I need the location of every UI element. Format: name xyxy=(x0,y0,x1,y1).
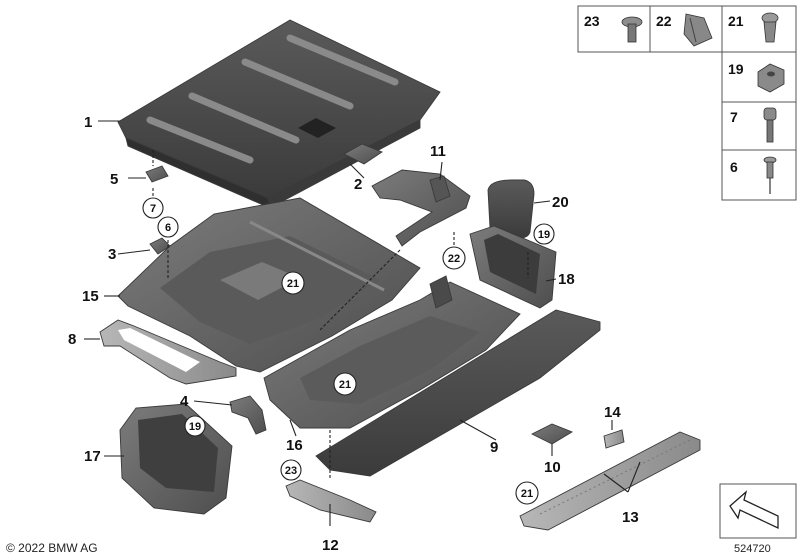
legend-cell-21: 21 xyxy=(728,12,779,43)
fastener-legend: 23 22 21 19 xyxy=(577,5,797,201)
clip-part-5 xyxy=(145,165,169,183)
svg-text:6: 6 xyxy=(730,159,738,175)
circled-ref-19-tray: 19 xyxy=(533,223,555,245)
callout-3: 3 xyxy=(108,246,116,263)
callout-2: 2 xyxy=(354,176,362,193)
circled-ref-21-insert: 21 xyxy=(333,372,357,396)
trim-strip-part-13 xyxy=(519,431,701,531)
svg-text:19: 19 xyxy=(728,61,744,77)
bracket-part-4 xyxy=(229,395,267,435)
circled-ref-19-bin: 19 xyxy=(184,415,206,437)
blind-rivet-6-icon xyxy=(763,156,777,194)
circled-references: 7 6 21 21 21 22 19 19 xyxy=(142,197,555,505)
bracket-part-12 xyxy=(285,479,377,523)
callout-16: 16 xyxy=(286,437,303,454)
storage-tray-part-18 xyxy=(469,225,557,309)
screw-23-icon xyxy=(621,16,643,43)
cover-part-2 xyxy=(343,143,383,165)
svg-text:21: 21 xyxy=(521,488,533,500)
legend-cell-19: 19 xyxy=(728,61,785,93)
svg-text:7: 7 xyxy=(150,203,156,215)
callout-17: 17 xyxy=(84,448,101,465)
svg-text:22: 22 xyxy=(656,13,672,29)
leader-lines xyxy=(84,120,641,526)
callout-18: 18 xyxy=(558,271,575,288)
nut-19-icon xyxy=(757,63,785,93)
callout-14: 14 xyxy=(604,404,621,421)
legend-cell-23: 23 xyxy=(584,13,643,43)
circled-ref-21-strip: 21 xyxy=(515,481,539,505)
svg-text:21: 21 xyxy=(728,13,744,29)
callout-15: 15 xyxy=(82,288,99,305)
svg-text:21: 21 xyxy=(287,278,299,290)
cover-panel-part-9 xyxy=(315,309,601,477)
copyright-text: © 2022 BMW AG xyxy=(6,541,98,555)
svg-text:19: 19 xyxy=(538,229,550,241)
clip-part-14 xyxy=(603,429,625,449)
callout-1: 1 xyxy=(84,114,92,131)
expanding-rivet-21-icon xyxy=(761,12,779,43)
floor-panel-part xyxy=(117,19,441,209)
bolt-7-icon xyxy=(763,107,777,143)
document-number: 524720 xyxy=(734,543,771,555)
callout-8: 8 xyxy=(68,331,76,348)
svg-text:7: 7 xyxy=(730,109,738,125)
circled-ref-6: 6 xyxy=(157,216,179,238)
rail-part-8 xyxy=(99,319,237,385)
callout-11: 11 xyxy=(430,143,446,160)
circled-ref-22: 22 xyxy=(442,246,466,270)
callout-10: 10 xyxy=(544,459,561,476)
svg-text:21: 21 xyxy=(339,379,351,391)
callout-12: 12 xyxy=(322,537,339,554)
trough-part-15 xyxy=(117,197,421,373)
svg-text:6: 6 xyxy=(165,222,171,234)
storage-bin-part-17 xyxy=(119,403,233,515)
callout-20: 20 xyxy=(552,194,569,211)
svg-text:23: 23 xyxy=(584,13,600,29)
bracket-part-3 xyxy=(149,237,171,255)
legend-cell-7: 7 xyxy=(730,107,777,143)
callout-4: 4 xyxy=(180,393,189,410)
callout-numbers: 1 5 3 15 8 4 17 2 11 20 18 9 10 14 13 16… xyxy=(68,114,639,554)
callout-5: 5 xyxy=(110,171,118,188)
legend-cell-6: 6 xyxy=(730,156,777,194)
cover-part-10 xyxy=(530,423,574,445)
circled-ref-23: 23 xyxy=(280,459,302,481)
legend-cell-22: 22 xyxy=(656,13,713,47)
bracket-part-11 xyxy=(371,169,471,247)
orientation-arrow-icon xyxy=(719,483,797,539)
svg-text:23: 23 xyxy=(285,465,297,477)
svg-text:22: 22 xyxy=(448,253,460,265)
callout-9: 9 xyxy=(490,439,498,456)
svg-text:19: 19 xyxy=(189,421,201,433)
circled-ref-7: 7 xyxy=(142,197,164,219)
clip-22-icon xyxy=(683,13,713,47)
callout-13: 13 xyxy=(622,509,639,526)
circled-ref-21-trough: 21 xyxy=(281,271,305,295)
